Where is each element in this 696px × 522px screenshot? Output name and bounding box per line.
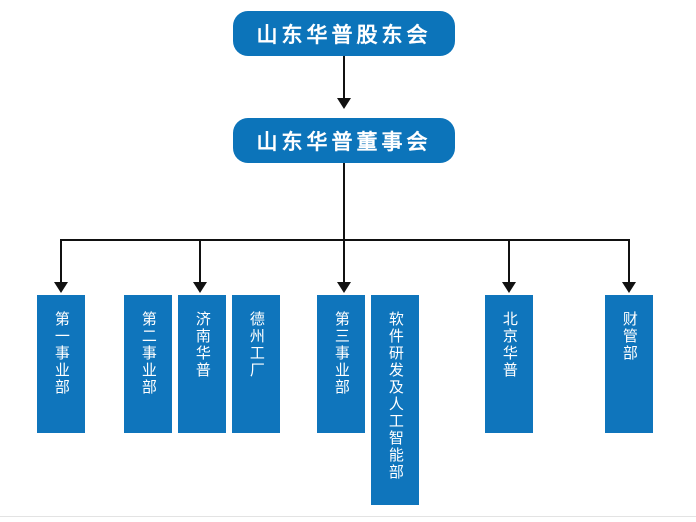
org-node-dezhou-factory-label: 德州工厂 [247,311,266,379]
org-node-div-3-label: 第三事业部 [332,311,351,396]
connector-horizontal-bus [61,239,629,241]
org-node-div-3[interactable]: 第三事业部 [317,295,365,433]
org-node-finance-dept-label: 财管部 [620,311,639,362]
connector-drop-branch-5 [628,239,630,284]
org-node-board-label: 山东华普董事会 [256,129,432,154]
org-node-beijing-huapu-label: 北京华普 [500,311,519,379]
org-node-software-ai-label: 软件研发及人工智能部 [386,311,405,481]
arrow-head-branch-2-icon [193,282,207,293]
arrow-head-board-icon [337,98,351,109]
org-node-board[interactable]: 山东华普董事会 [233,118,455,163]
connector-drop-branch-3 [343,239,345,284]
arrow-head-branch-5-icon [622,282,636,293]
org-node-div-2[interactable]: 第二事业部 [124,295,172,433]
org-node-software-ai[interactable]: 软件研发及人工智能部 [371,295,419,505]
footer-divider [0,516,696,517]
org-node-div-2-label: 第二事业部 [139,311,158,396]
arrow-head-branch-1-icon [54,282,68,293]
arrow-head-branch-3-icon [337,282,351,293]
org-node-beijing-huapu[interactable]: 北京华普 [485,295,533,433]
arrow-head-branch-4-icon [502,282,516,293]
connector-shareholders-to-board [343,56,345,100]
connector-board-to-bus [343,163,345,240]
org-node-shareholders[interactable]: 山东华普股东会 [233,11,455,56]
connector-drop-branch-1 [60,239,62,284]
org-node-jinan-huapu-label: 济南华普 [193,311,212,379]
org-node-shareholders-label: 山东华普股东会 [256,22,432,47]
org-node-div-1-label: 第一事业部 [52,311,71,396]
connector-drop-branch-2 [199,239,201,284]
org-node-div-1[interactable]: 第一事业部 [37,295,85,433]
org-node-dezhou-factory[interactable]: 德州工厂 [232,295,280,433]
connector-drop-branch-4 [508,239,510,284]
org-node-jinan-huapu[interactable]: 济南华普 [178,295,226,433]
org-node-finance-dept[interactable]: 财管部 [605,295,653,433]
